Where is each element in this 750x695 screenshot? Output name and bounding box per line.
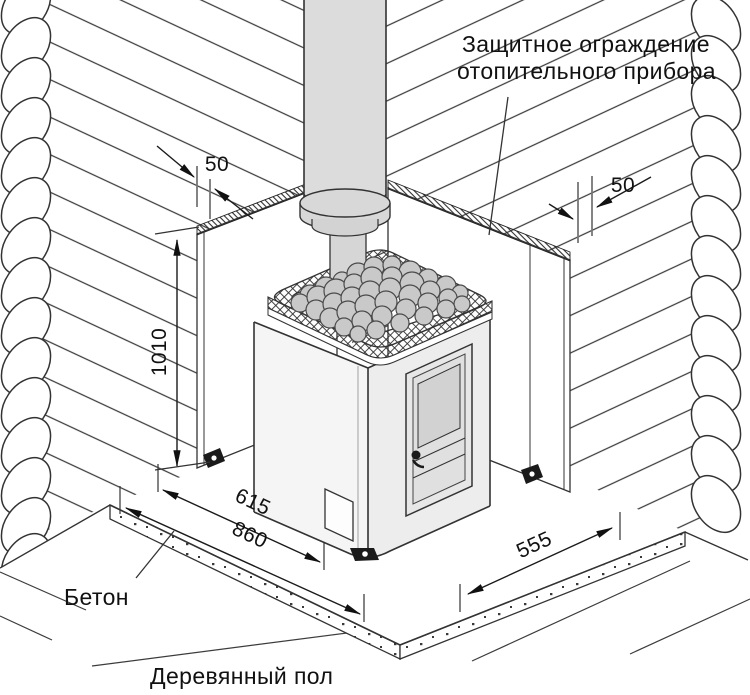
right-wall-base-line xyxy=(684,531,749,561)
label-concrete: Бетон xyxy=(64,530,175,610)
stones xyxy=(290,255,471,343)
dim-gap-right-value: 50 xyxy=(611,174,635,197)
sauna-stove xyxy=(253,212,493,561)
pipe-collar xyxy=(299,188,391,237)
concrete-leader-line xyxy=(135,530,175,579)
screen-right-top-edge xyxy=(387,179,571,262)
dim-height-value: 1010 xyxy=(148,328,171,376)
chimney-pipe xyxy=(299,0,391,237)
right-wall-log-ends xyxy=(690,0,742,534)
callout-line2: отопительного прибора xyxy=(457,58,716,84)
left-wall-base-line xyxy=(0,504,111,569)
dimension-gap-left-50: 50 xyxy=(156,145,254,220)
dimension-gap-right-50: 50 xyxy=(548,174,652,243)
stove-foot xyxy=(350,548,379,561)
left-log-wall xyxy=(0,0,352,592)
callout-protective-screen: Защитное ограждение отопительного прибор… xyxy=(457,31,716,236)
screen-right-foot xyxy=(521,464,543,484)
dim-gap-left-value: 50 xyxy=(205,153,229,176)
stove-door-handle xyxy=(411,450,425,469)
stove-door-window xyxy=(417,363,461,449)
wooden-floor-label-text: Деревянный пол xyxy=(150,663,333,689)
stove-door xyxy=(405,342,473,518)
callout-leader-line xyxy=(488,96,509,236)
left-wall-log-ends xyxy=(0,0,52,592)
label-wooden-floor: Деревянный пол xyxy=(150,663,333,689)
callout-line1: Защитное ограждение xyxy=(462,31,710,57)
dimension-height-1010: 1010 xyxy=(148,226,211,471)
screen-left-foot xyxy=(203,448,225,468)
concrete-label-text: Бетон xyxy=(64,584,129,610)
